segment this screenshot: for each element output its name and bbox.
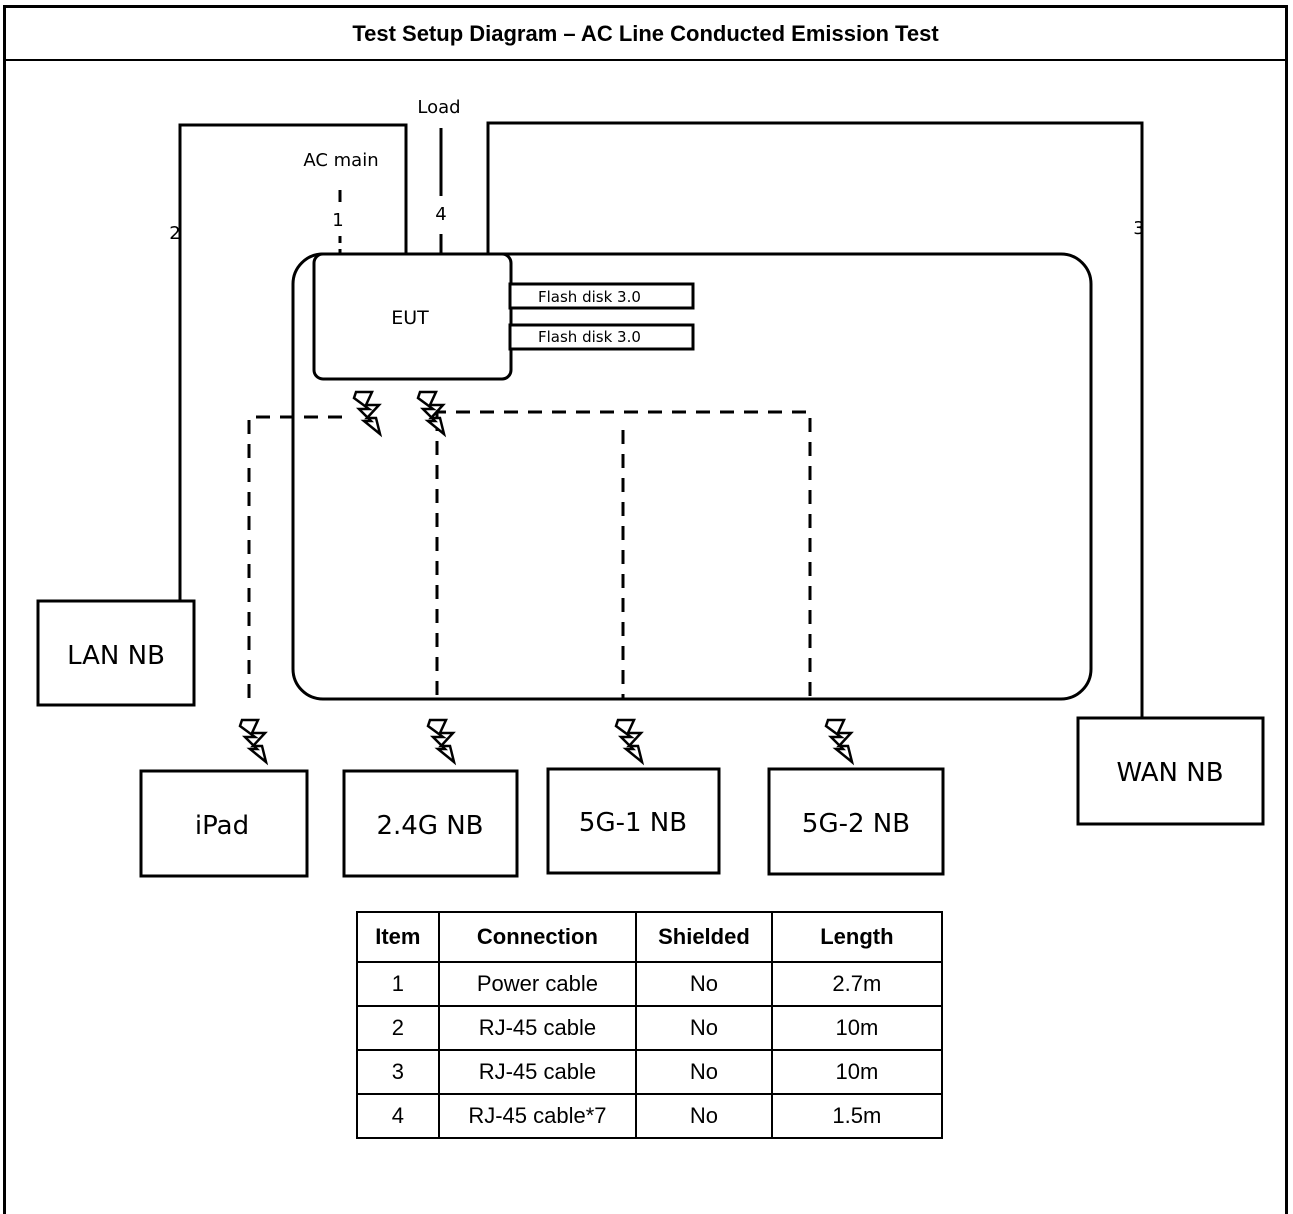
table-row: 4 RJ-45 cable*7 No 1.5m xyxy=(356,1093,944,1139)
wan-nb-label: WAN NB xyxy=(1116,758,1223,788)
cell-shielded: No xyxy=(635,1005,773,1051)
table-row: 1 Power cable No 2.7m xyxy=(356,961,944,1007)
load-label: Load xyxy=(417,97,460,118)
cell-length: 2.7m xyxy=(770,961,944,1007)
cell-item: 2 xyxy=(356,1005,440,1051)
cable-3-label: 3 xyxy=(1133,218,1144,239)
header-shielded: Shielded xyxy=(635,911,773,963)
wireless-bolt-icon xyxy=(824,718,854,764)
nb-24g-box xyxy=(342,769,519,878)
cable-table: Item Connection Shielded Length 1 Power … xyxy=(356,911,944,1139)
wireless-bolt-icon xyxy=(238,718,268,764)
flashdisk-2-box xyxy=(508,323,695,351)
wireless-link-top xyxy=(435,410,812,700)
lan-nb-box xyxy=(36,599,196,707)
header-connection: Connection xyxy=(437,911,638,963)
cable-2-line xyxy=(178,123,408,602)
ac-main-label: AC main xyxy=(303,150,378,171)
cable-4-label: 4 xyxy=(435,204,446,225)
cell-shielded: No xyxy=(635,1093,773,1139)
flashdisk-1-box xyxy=(508,282,695,310)
nb-5g2-label: 5G-2 NB xyxy=(802,809,910,839)
test-table-outline xyxy=(291,252,1093,701)
lan-nb-label: LAN NB xyxy=(67,641,165,671)
cell-item: 1 xyxy=(356,961,440,1007)
cable-1-label: 1 xyxy=(332,210,343,231)
nb-5g1-box xyxy=(546,767,721,875)
wireless-bolt-icon xyxy=(614,718,644,764)
flashdisk-1-label: Flash disk 3.0 xyxy=(538,288,641,306)
cable-3-line xyxy=(486,121,1144,718)
header-length: Length xyxy=(770,911,944,963)
flashdisk-2-label: Flash disk 3.0 xyxy=(538,328,641,346)
cell-length: 1.5m xyxy=(770,1093,944,1139)
cell-item: 3 xyxy=(356,1049,440,1095)
diagram-frame: Test Setup Diagram – AC Line Conducted E… xyxy=(3,5,1288,1214)
eut-box xyxy=(312,252,513,381)
table-header-row: Item Connection Shielded Length xyxy=(356,911,944,963)
wireless-link-ipad xyxy=(247,415,342,700)
cell-shielded: No xyxy=(635,961,773,1007)
cable-2-label: 2 xyxy=(169,223,180,244)
wireless-bolt-icon xyxy=(352,390,382,436)
cell-connection: RJ-45 cable xyxy=(437,1049,638,1095)
table-row: 2 RJ-45 cable No 10m xyxy=(356,1005,944,1051)
nb-5g1-label: 5G-1 NB xyxy=(579,808,687,838)
diagram-title: Test Setup Diagram – AC Line Conducted E… xyxy=(6,8,1285,61)
table-row: 3 RJ-45 cable No 10m xyxy=(356,1049,944,1095)
ipad-box xyxy=(139,769,309,878)
cell-connection: RJ-45 cable*7 xyxy=(437,1093,638,1139)
cell-length: 10m xyxy=(770,1049,944,1095)
wan-nb-box xyxy=(1076,716,1265,826)
header-item: Item xyxy=(356,911,440,963)
cell-item: 4 xyxy=(356,1093,440,1139)
cell-length: 10m xyxy=(770,1005,944,1051)
wireless-bolt-icon xyxy=(426,718,456,764)
wireless-links xyxy=(247,410,812,700)
cell-connection: RJ-45 cable xyxy=(437,1005,638,1051)
eut-label: EUT xyxy=(391,307,429,329)
nb-5g2-box xyxy=(767,767,945,876)
cell-connection: Power cable xyxy=(437,961,638,1007)
ipad-label: iPad xyxy=(195,811,249,841)
nb-24g-label: 2.4G NB xyxy=(376,811,483,841)
cell-shielded: No xyxy=(635,1049,773,1095)
